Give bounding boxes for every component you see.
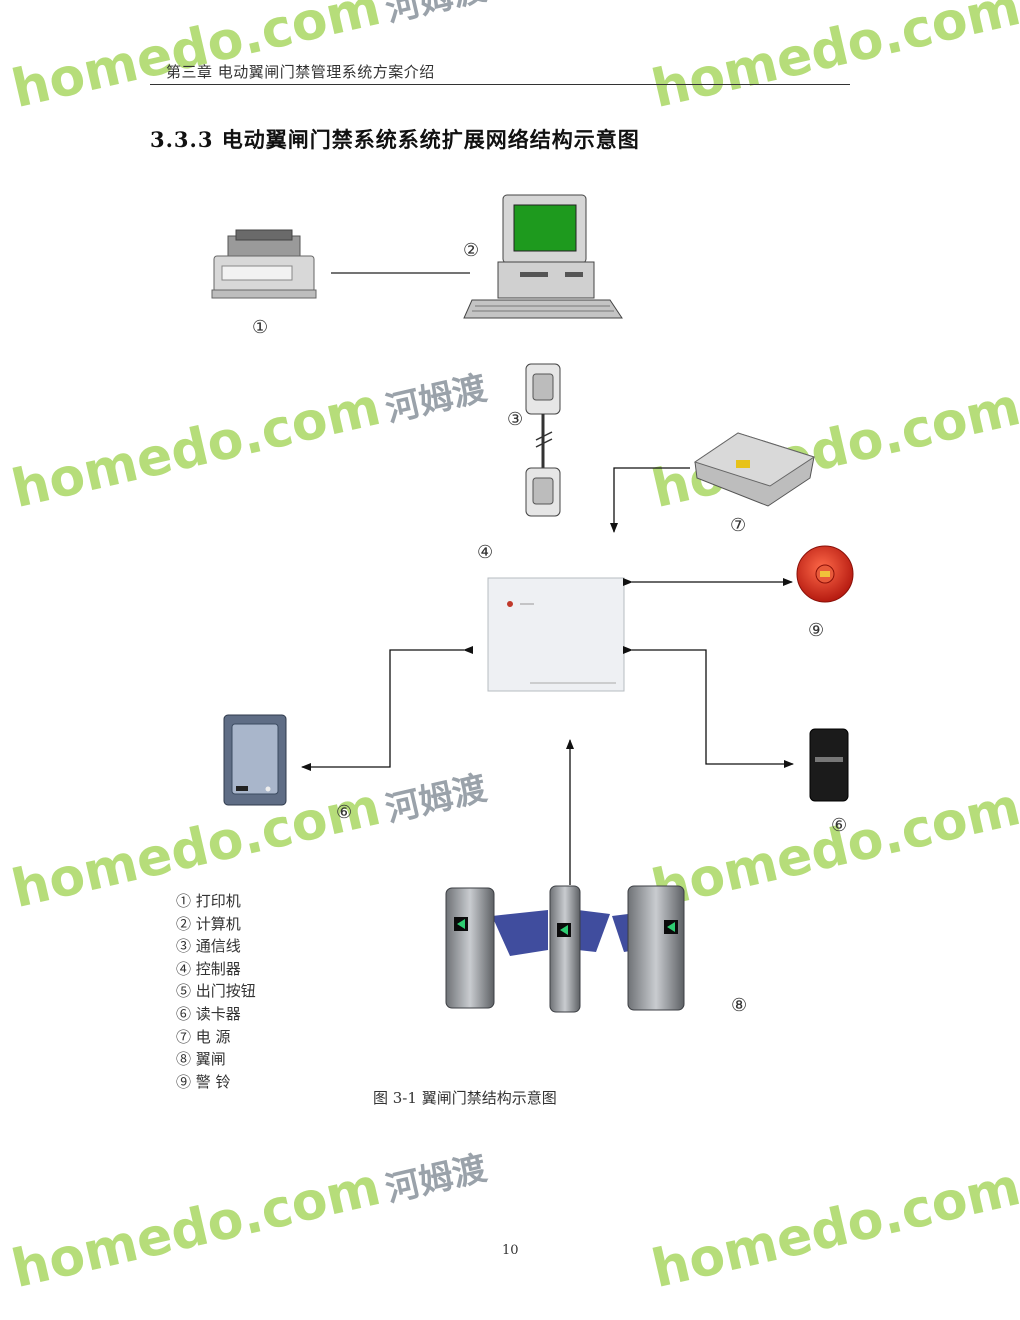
legend-item: ④ 控制器	[176, 959, 241, 978]
header-rule	[150, 84, 850, 85]
label-gate: ⑧	[731, 995, 748, 1016]
legend: ① 打印机 ② 计算机 ③ 通信线 ④ 控制器 ⑤ 出门按钮 ⑥ 读卡器 ⑦ 电…	[176, 890, 256, 1093]
flap-gate-icon	[445, 885, 685, 1013]
legend-item: ① 打印机	[176, 892, 241, 910]
card-reader-right-icon	[809, 728, 849, 802]
label-reader-left: ⑥	[336, 802, 353, 823]
legend-item: ⑥ 读卡器	[176, 1004, 241, 1023]
page-number: 10	[502, 1243, 519, 1258]
power-arrow	[610, 467, 690, 533]
chapter-header: 第三章 电动翼闸门禁管理系统方案介绍	[166, 63, 435, 81]
label-cable: ③	[507, 409, 524, 430]
label-printer: ①	[252, 317, 269, 338]
cable-icon	[525, 363, 561, 517]
legend-item: ② 计算机	[176, 914, 241, 933]
controller-icon	[487, 577, 625, 692]
legend-item: ⑧ 翼闸	[176, 1050, 226, 1069]
legend-item: ⑨ 警 铃	[176, 1072, 231, 1091]
card-reader-left-icon	[223, 714, 287, 806]
label-power: ⑦	[730, 515, 747, 536]
left-reader-arrow	[301, 646, 473, 771]
label-computer: ②	[463, 240, 480, 261]
label-controller: ④	[477, 542, 494, 563]
computer-icon	[463, 194, 623, 319]
right-reader-arrow	[623, 646, 794, 768]
figure-caption: 图 3-1 翼闸门禁结构示意图	[373, 1089, 557, 1107]
power-supply-icon	[693, 432, 816, 507]
alarm-bell-icon	[796, 545, 854, 603]
label-alarm: ⑨	[808, 620, 825, 641]
legend-item: ⑦ 电 源	[176, 1027, 231, 1046]
label-reader-right: ⑥	[831, 815, 848, 836]
printer-icon	[211, 229, 317, 299]
section-title: 3.3.3 电动翼闸门禁系统系统扩展网络结构示意图	[150, 127, 640, 152]
legend-item: ③ 通信线	[176, 937, 241, 956]
legend-item: ⑤ 出门按钮	[176, 982, 256, 1001]
